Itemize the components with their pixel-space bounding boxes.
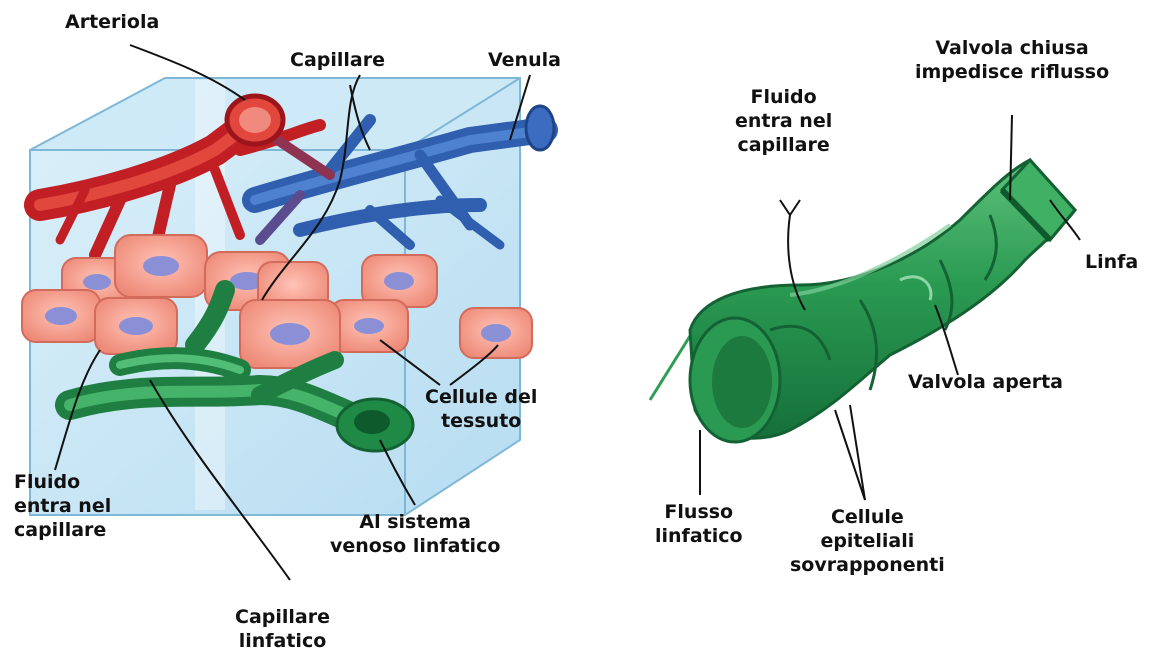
label-fluido-right-line3: capillare	[735, 133, 832, 157]
label-fluido-left-line2: entra nel	[14, 494, 111, 518]
label-al-sistema: Al sistema venoso linfatico	[330, 510, 500, 558]
label-fluido-left-line3: capillare	[14, 518, 111, 542]
label-linfa: Linfa	[1085, 250, 1138, 274]
label-cellule-tessuto-line2: tessuto	[425, 409, 537, 433]
label-flusso-linfatico-line1: Flusso	[655, 500, 743, 524]
label-capillare: Capillare	[290, 48, 385, 72]
label-venula-line: Venula	[488, 48, 561, 72]
label-valvola-chiusa-line2: impedisce riflusso	[915, 60, 1109, 84]
label-fluido-right: Fluido entra nel capillare	[735, 85, 832, 157]
label-linfa-line: Linfa	[1085, 250, 1138, 274]
label-capillare-linfatico-line1: Capillare	[235, 605, 330, 629]
label-arteriola: Arteriola	[65, 10, 159, 34]
label-fluido-right-line2: entra nel	[735, 109, 832, 133]
label-flusso-linfatico: Flusso linfatico	[655, 500, 743, 548]
label-valvola-chiusa: Valvola chiusa impedisce riflusso	[915, 36, 1109, 84]
label-flusso-linfatico-line2: linfatico	[655, 524, 743, 548]
label-cellule-epiteliali: Cellule epiteliali sovrapponenti	[790, 505, 945, 577]
label-al-sistema-line1: Al sistema	[330, 510, 500, 534]
label-venula: Venula	[488, 48, 561, 72]
label-cellule-tessuto: Cellule del tessuto	[425, 385, 537, 433]
label-al-sistema-line2: venoso linfatico	[330, 534, 500, 558]
label-cellule-tessuto-line1: Cellule del	[425, 385, 537, 409]
label-valvola-aperta-line: Valvola aperta	[908, 370, 1063, 394]
label-cellule-epiteliali-line2: epiteliali	[790, 529, 945, 553]
label-capillare-linfatico-line2: linfatico	[235, 629, 330, 653]
label-fluido-right-line1: Fluido	[735, 85, 832, 109]
label-fluido-left: Fluido entra nel capillare	[14, 470, 111, 542]
label-valvola-aperta: Valvola aperta	[908, 370, 1063, 394]
label-capillare-linfatico: Capillare linfatico	[235, 605, 330, 653]
label-fluido-left-line1: Fluido	[14, 470, 111, 494]
label-arteriola-line: Arteriola	[65, 10, 159, 34]
label-cellule-epiteliali-line1: Cellule	[790, 505, 945, 529]
label-cellule-epiteliali-line3: sovrapponenti	[790, 553, 945, 577]
label-valvola-chiusa-line1: Valvola chiusa	[915, 36, 1109, 60]
lymphatic-vessel	[650, 160, 1075, 442]
label-capillare-line: Capillare	[290, 48, 385, 72]
